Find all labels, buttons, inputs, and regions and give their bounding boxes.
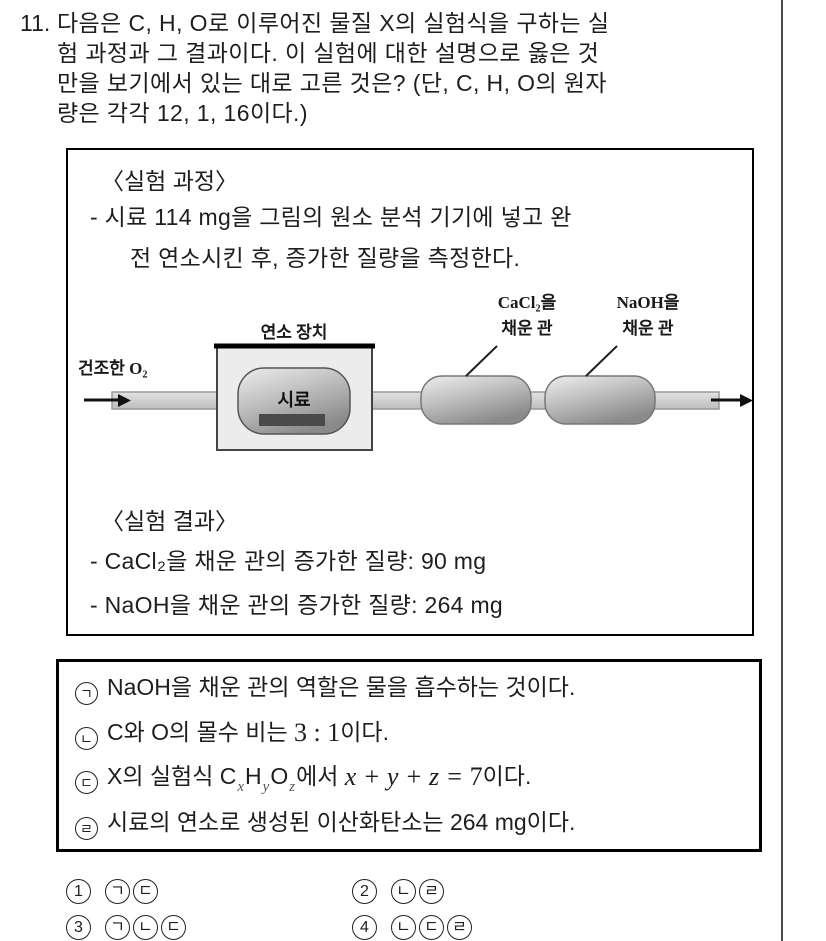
experiment-process-line: 전 연소시킨 후, 증가한 질량을 측정한다. <box>130 245 521 271</box>
bogi-marker-3: ㄷ <box>75 771 98 794</box>
question-line: 험 과정과 그 결과이다. 이 실험에 대한 설명으로 옳은 것 <box>57 40 600 66</box>
bogi-text-2: C와 O의 몰수 비는 <box>107 719 295 745</box>
formula-subscript-y: y <box>262 779 270 795</box>
naoh-label-line2: 채운 관 <box>622 319 674 338</box>
bogi-item-1: ㄱ NaOH을 채운 관의 역할은 물을 흡수하는 것이다. <box>75 672 575 705</box>
bogi-marker-1: ㄱ <box>75 682 98 705</box>
question-line: 다음은 C, H, O로 이루어진 물질 X의 실험식을 구하는 실 <box>57 10 610 36</box>
naoh-tube-capsule <box>544 375 656 425</box>
option-mark: ㄴ <box>133 915 158 940</box>
question-number: 11. <box>20 10 51 36</box>
option-mark: ㄴ <box>391 879 416 904</box>
option-number-4: 4 <box>352 915 377 940</box>
naoh-label-line1: NaOH을 <box>617 293 680 312</box>
sample-label: 시료 <box>277 390 310 410</box>
question-text: 다음은 C, H, O로 이루어진 물질 X의 실험식을 구하는 실 험 과정과… <box>57 8 780 128</box>
question-line: 만을 보기에서 있는 대로 고른 것은? (단, C, H, O의 원자 <box>57 70 607 96</box>
mole-ratio-value: 3 : 1 <box>294 718 341 747</box>
cacl2-label-line2: 채운 관 <box>501 319 553 338</box>
column-divider-line <box>781 0 783 941</box>
option-number-1: 1 <box>66 879 91 904</box>
cacl2-label-line1: CaCl₂을 <box>498 293 557 312</box>
option-mark: ㄹ <box>419 879 444 904</box>
sample-boat <box>259 414 325 426</box>
cacl2-leader-line <box>465 345 498 377</box>
experiment-box: 〈실험 과정〉 - 시료 114 mg을 그림의 원소 분석 기기에 넣고 완 … <box>66 148 754 636</box>
combustion-label: 연소 장치 <box>261 323 328 342</box>
question-block: 11. 다음은 C, H, O로 이루어진 물질 X의 실험식을 구하는 실 험… <box>20 8 780 128</box>
option-mark: ㄱ <box>105 879 130 904</box>
experiment-process-line: - 시료 114 mg을 그림의 원소 분석 기기에 넣고 완 <box>90 204 572 230</box>
bogi-text-1: NaOH을 채운 관의 역할은 물을 흡수하는 것이다. <box>107 674 576 700</box>
dry-o2-label: 건조한 O₂ <box>78 359 148 378</box>
bogi-text-4: 시료의 연소로 생성된 이산화탄소는 264 mg이다. <box>107 809 576 835</box>
equation-value: 7 <box>469 762 483 791</box>
equation-expression: x + y + z = <box>344 762 470 791</box>
option-mark: ㄹ <box>447 915 472 940</box>
inlet-arrow-icon <box>84 394 131 407</box>
bogi-marker-2: ㄴ <box>75 727 98 750</box>
bogi-text-3: X의 실험식 C <box>107 763 237 789</box>
experiment-process-title: 〈실험 과정〉 <box>101 168 239 194</box>
bogi-box: ㄱ NaOH을 채운 관의 역할은 물을 흡수하는 것이다. ㄴ C와 O의 몰수 … <box>56 659 762 852</box>
formula-subscript-x: x <box>237 779 245 795</box>
option-mark: ㄴ <box>391 915 416 940</box>
cacl2-tube-capsule <box>420 375 532 425</box>
bogi-marker-4: ㄹ <box>75 817 98 840</box>
bogi-item-4: ㄹ 시료의 연소로 생성된 이산화탄소는 264 mg이다. <box>75 807 575 840</box>
experiment-result-title: 〈실험 결과〉 <box>101 508 239 534</box>
experiment-result-line: - NaOH을 채운 관의 증가한 질량: 264 mg <box>90 592 504 618</box>
option-mark: ㄷ <box>161 915 186 940</box>
experiment-result-line: - CaCl₂을 채운 관의 증가한 질량: 90 mg <box>90 548 487 574</box>
option-number-2: 2 <box>352 879 377 904</box>
option-mark: ㄷ <box>419 915 444 940</box>
option-mark: ㄱ <box>105 915 130 940</box>
outlet-arrow-icon <box>711 394 753 407</box>
option-mark: ㄷ <box>133 879 158 904</box>
naoh-leader-line <box>585 345 618 377</box>
formula-subscript-z: z <box>289 779 296 795</box>
option-number-3: 3 <box>66 915 91 940</box>
apparatus-diagram: 시료 건조한 O₂ 연소 장치 CaCl₂을 채운 관 NaOH을 채운 관 <box>78 293 753 451</box>
question-line: 량은 각각 12, 1, 16이다.) <box>57 100 308 126</box>
